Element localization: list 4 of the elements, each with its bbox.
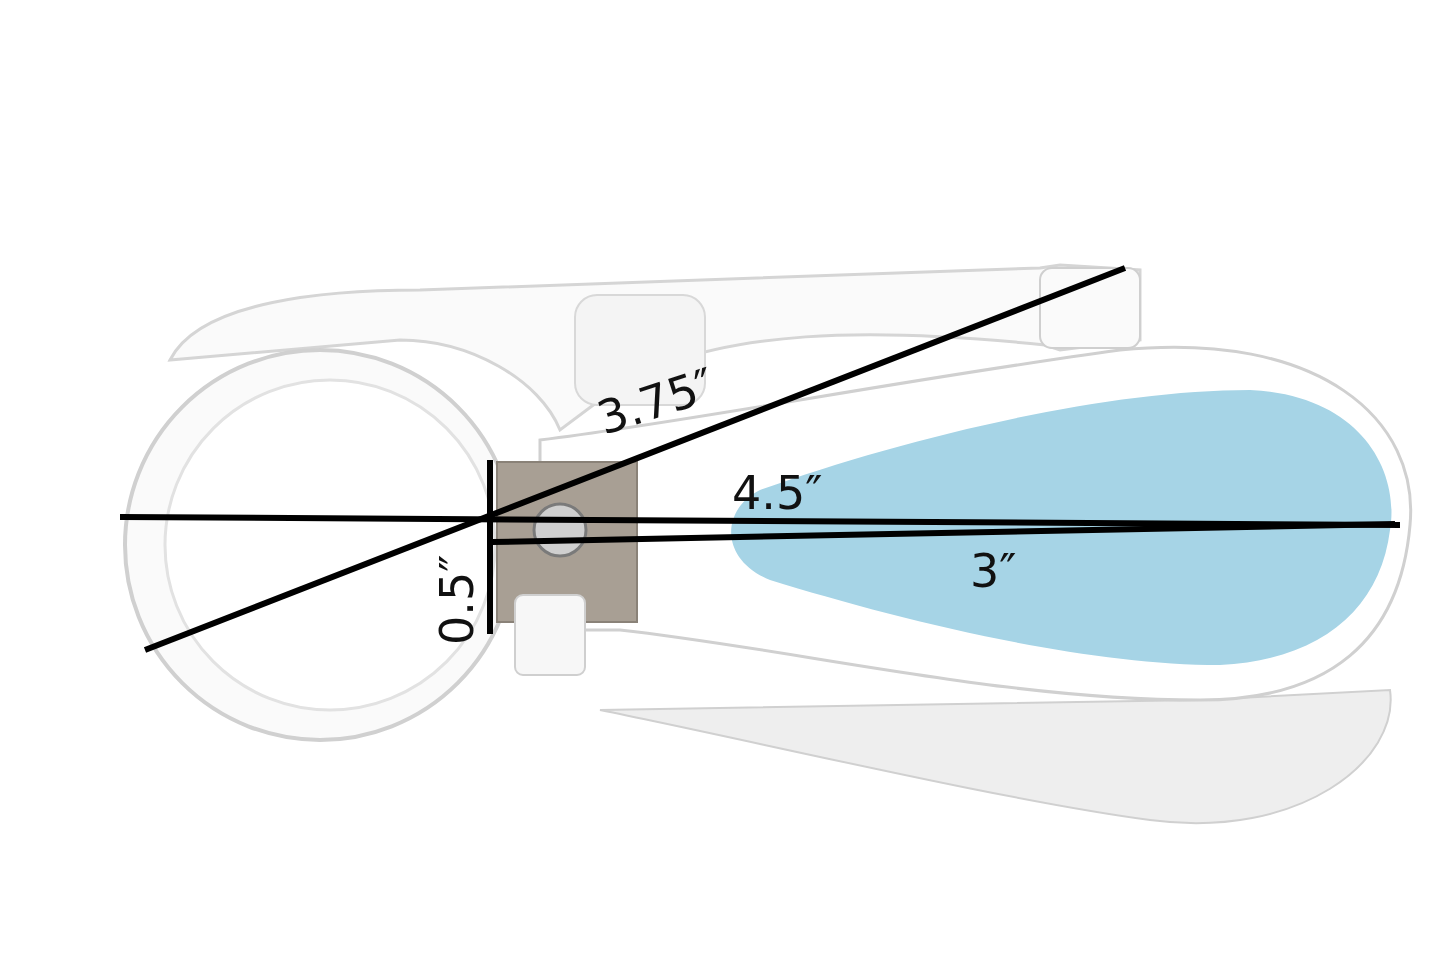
dimension-label: 3.75″ [592,361,720,442]
dimension-label: 4.5″ [732,470,823,516]
dimension-label: 3″ [970,548,1017,594]
dimension-label: 0.5″ [434,554,480,645]
